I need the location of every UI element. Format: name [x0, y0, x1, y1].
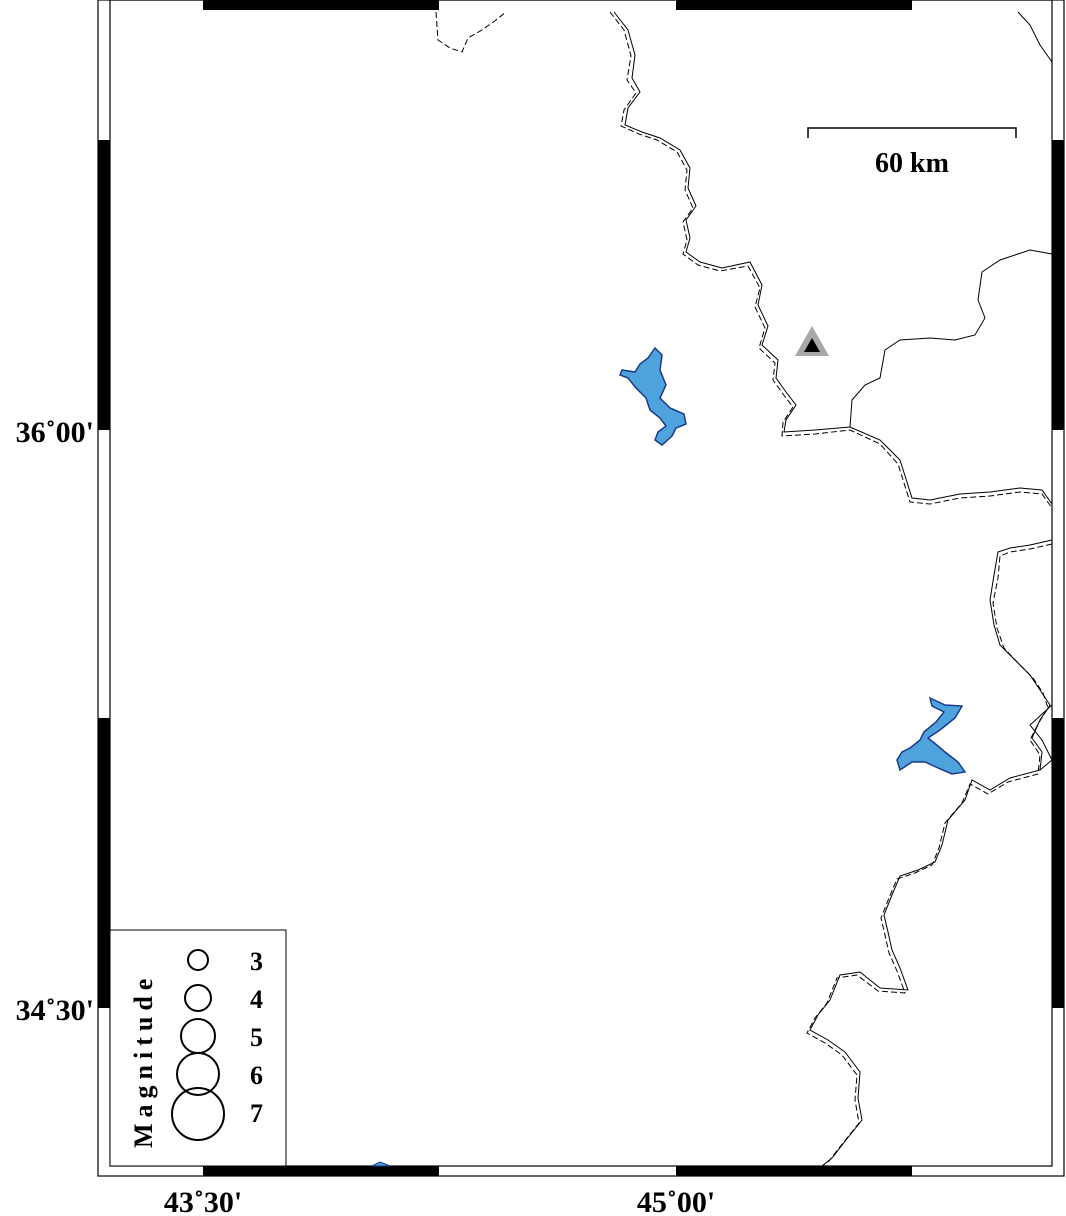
frame-bar: [98, 718, 110, 1008]
frame-bar: [203, 0, 439, 10]
province-line-east: [1029, 704, 1053, 771]
frame-bar: [676, 1166, 912, 1176]
lake-dukan: [619, 346, 687, 446]
frame-bar: [203, 1166, 439, 1176]
legend-label: 6: [250, 1061, 263, 1090]
border-line-east-dashed: [806, 543, 1053, 1169]
scale-bar: 60 km: [807, 127, 1017, 179]
longitude-label: 45˚00': [637, 1186, 715, 1216]
lake-bottom: [371, 1161, 391, 1167]
legend-label: 4: [250, 985, 263, 1014]
legend-circle-mag-7: [171, 1087, 225, 1141]
border-line-top: [435, 11, 507, 53]
international-border: [435, 11, 1053, 1169]
latitude-label: 34˚30': [16, 994, 94, 1027]
legend-circle-mag-4: [184, 984, 212, 1012]
frame-bar: [98, 140, 110, 430]
station-triangle-icon: [795, 326, 829, 356]
latitude-labels: 36˚00' 34˚30': [16, 416, 94, 1027]
legend-title: Magnitude: [129, 973, 158, 1148]
latitude-label: 36˚00': [16, 416, 94, 449]
frame-bar: [676, 0, 912, 10]
magnitude-legend: Magnitude 3 4 5 6 7: [109, 929, 287, 1167]
legend-label: 7: [250, 1099, 263, 1128]
legend-label: 5: [250, 1023, 263, 1052]
legend-label: 3: [250, 947, 263, 976]
border-line-dashed: [609, 11, 1053, 509]
border-line-east-solid: [809, 539, 1053, 1167]
scale-bar-label: 60 km: [875, 148, 949, 179]
scale-bar-line: [807, 127, 1017, 138]
lakes: [371, 346, 967, 1167]
frame-bar: [1052, 718, 1064, 1008]
border-line-northeast: [1017, 11, 1053, 63]
map-frame: [97, 0, 1065, 1177]
longitude-labels: 43˚30' 45˚00': [164, 1186, 715, 1216]
lake-darbandikhan: [896, 696, 967, 775]
station-inner-triangle: [804, 338, 820, 352]
border-line-solid: [613, 11, 1053, 505]
province-line: [849, 249, 1053, 428]
longitude-label: 43˚30': [164, 1186, 242, 1216]
legend-circle-mag-6: [176, 1052, 220, 1096]
legend-circle-mag-3: [187, 949, 209, 971]
frame-bar: [1052, 140, 1064, 430]
